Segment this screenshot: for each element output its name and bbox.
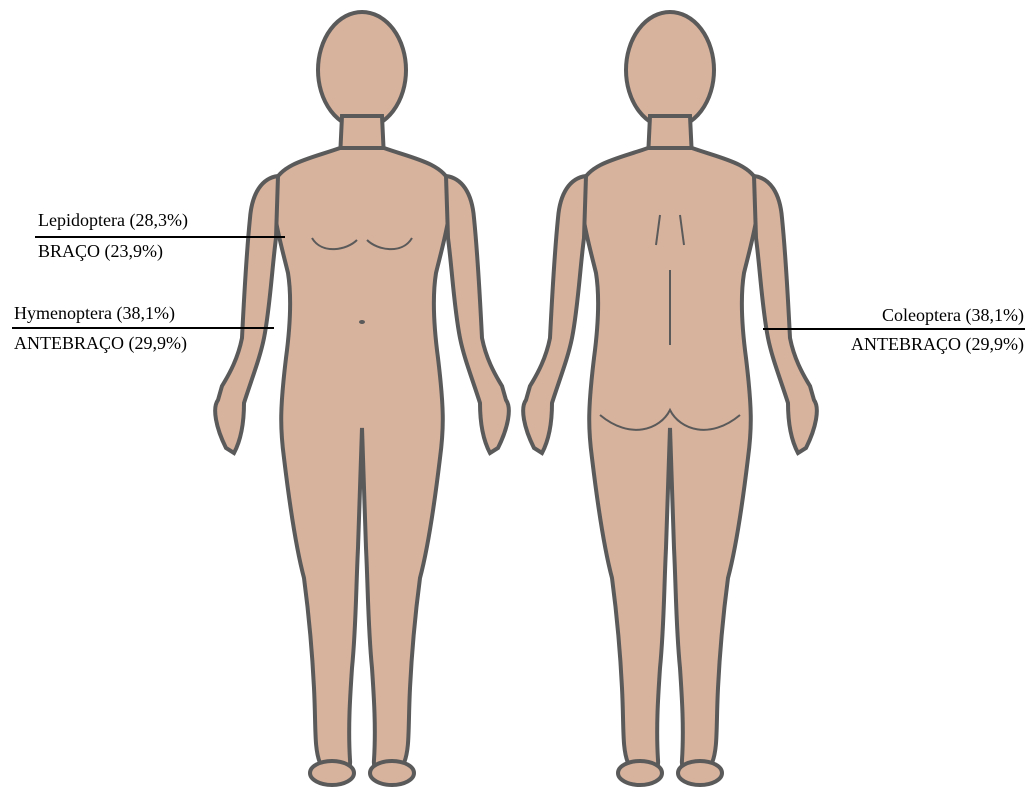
label-antebraco-left: ANTEBRAÇO (29,9%) <box>14 332 187 354</box>
leader-line-forearm-right <box>763 328 1025 330</box>
leader-line-forearm-left <box>12 327 274 329</box>
navel <box>359 320 365 324</box>
label-lepidoptera: Lepidoptera (28,3%) <box>38 209 188 231</box>
front-figure <box>215 12 509 785</box>
label-hymenoptera: Hymenoptera (38,1%) <box>14 302 175 324</box>
back-figure <box>523 12 817 785</box>
leader-line-arm <box>35 236 285 238</box>
label-braco: BRAÇO (23,9%) <box>38 240 163 262</box>
label-antebraco-right: ANTEBRAÇO (29,9%) <box>851 333 1024 355</box>
label-coleoptera: Coleoptera (38,1%) <box>882 304 1024 326</box>
